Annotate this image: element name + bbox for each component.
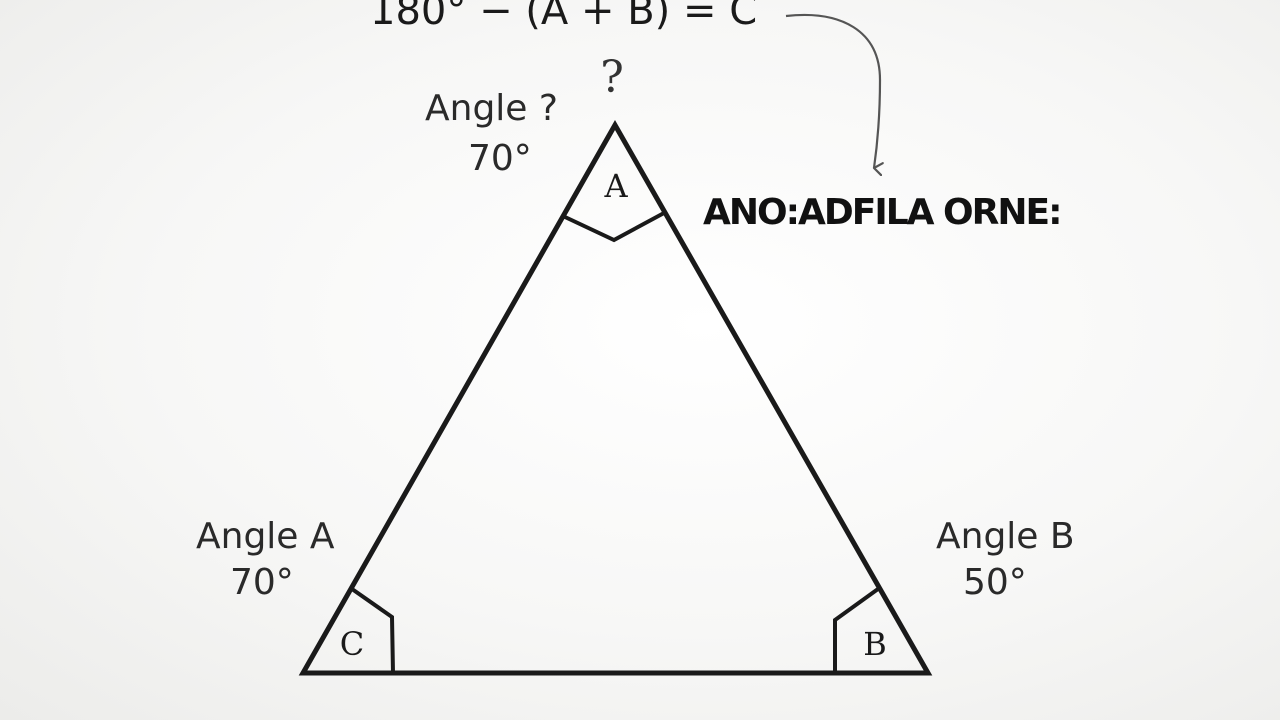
vertex-label-left: C bbox=[340, 625, 364, 663]
vertex-label-right: B bbox=[863, 625, 887, 663]
question-mark: ? bbox=[600, 52, 624, 103]
angle-marker-left bbox=[350, 587, 395, 674]
vertex-label-top: A bbox=[603, 167, 628, 205]
left-angle-value: 70° bbox=[230, 562, 294, 603]
right-angle-value: 50° bbox=[963, 562, 1027, 603]
right-angle-name: Angle B bbox=[936, 516, 1075, 557]
side-note-text: ANO:ADFILA ORNE: bbox=[703, 192, 1061, 233]
left-angle-name: Angle A bbox=[196, 516, 335, 557]
triangle-outline bbox=[298, 119, 933, 676]
curved-arrow bbox=[785, 13, 880, 168]
angle-marker-right bbox=[833, 587, 880, 673]
top-angle-value: 70° bbox=[468, 138, 532, 179]
top-angle-name: Angle ? bbox=[425, 88, 558, 129]
formula-text: 180° − (A + B) = C bbox=[370, 0, 757, 34]
angle-marker-top bbox=[564, 211, 665, 243]
